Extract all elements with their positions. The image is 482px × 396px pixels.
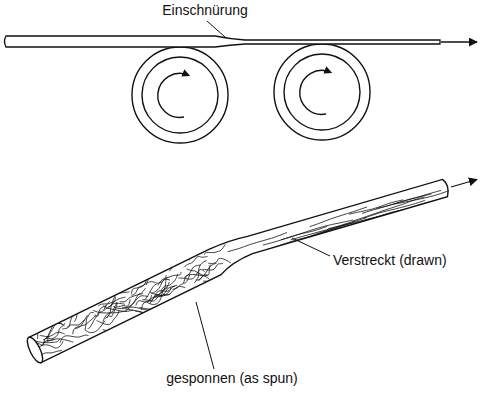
fiber-strand [97, 311, 120, 325]
fiber-strand [384, 204, 444, 219]
fiber-end [24, 335, 45, 365]
fiber-strand [67, 320, 85, 328]
fiber-strand [204, 244, 225, 255]
fiber-strand [62, 307, 81, 329]
neck-label: Einschnürung [161, 2, 249, 19]
roller [274, 44, 370, 140]
fiber-strand [394, 187, 458, 204]
fiber-strand [304, 221, 369, 239]
draw-arrow [451, 180, 477, 188]
leader-line [292, 238, 330, 256]
spun-label: gesponnen (as spun) [165, 370, 299, 387]
fiber-strand [155, 278, 169, 298]
drawn-label: Verstreckt (drawn) [332, 252, 448, 269]
fiber-strand [142, 295, 163, 310]
fiber-strand [376, 190, 441, 208]
fiber-strand [108, 292, 129, 307]
fiber-strand [74, 304, 88, 322]
fiber-strand [158, 272, 181, 285]
fiber-strand [131, 278, 147, 294]
fiber-strand [103, 328, 132, 335]
fiber-strand [139, 306, 165, 309]
fiber-strand [183, 265, 200, 283]
fiber-strand [40, 332, 65, 336]
fiber-texture [31, 187, 458, 359]
fiber-strand [60, 335, 89, 343]
fiber-strand [364, 200, 425, 218]
fiber-strand [263, 231, 328, 252]
fiber-strand [362, 194, 431, 213]
fiber-strand [293, 228, 356, 242]
fiber-strand [310, 207, 367, 227]
fiber-strand [364, 204, 425, 221]
fiber-strand [185, 274, 208, 277]
fiber-strand [173, 275, 190, 290]
fiber-strand [203, 263, 223, 270]
fiber-strand [228, 233, 287, 252]
fiber-strand [88, 306, 107, 329]
fiber-strand [349, 200, 403, 214]
leader-line [196, 302, 214, 369]
fiber-strand [131, 282, 156, 296]
leader-line [207, 21, 225, 37]
fiber-strand [120, 294, 143, 302]
fiber-strand [105, 303, 125, 318]
fiber-strand [291, 221, 354, 240]
fiber-strand [245, 235, 315, 257]
fiber-strand [313, 221, 369, 236]
fiber-strand [203, 279, 226, 283]
fiber-outline [29, 179, 448, 362]
fiber-strand [208, 258, 231, 263]
fiber-strand [187, 269, 210, 280]
roller [132, 47, 228, 143]
draw-arrow [441, 41, 477, 42]
fiber-strand [381, 200, 437, 216]
fiber-strand [147, 264, 163, 284]
fiber-strand [184, 256, 207, 267]
fiber-strand [267, 234, 330, 251]
fiber-strand [126, 288, 145, 308]
fiber-strand [281, 220, 353, 240]
fiber-strand [85, 321, 105, 333]
filament-rod [5, 36, 441, 47]
fiber-strand [98, 297, 115, 306]
fiber-strand [135, 310, 154, 315]
fiber-strand [345, 207, 413, 227]
fiber-strand [43, 323, 63, 340]
fiber-strand [41, 341, 63, 348]
fiber-strand [298, 224, 355, 244]
